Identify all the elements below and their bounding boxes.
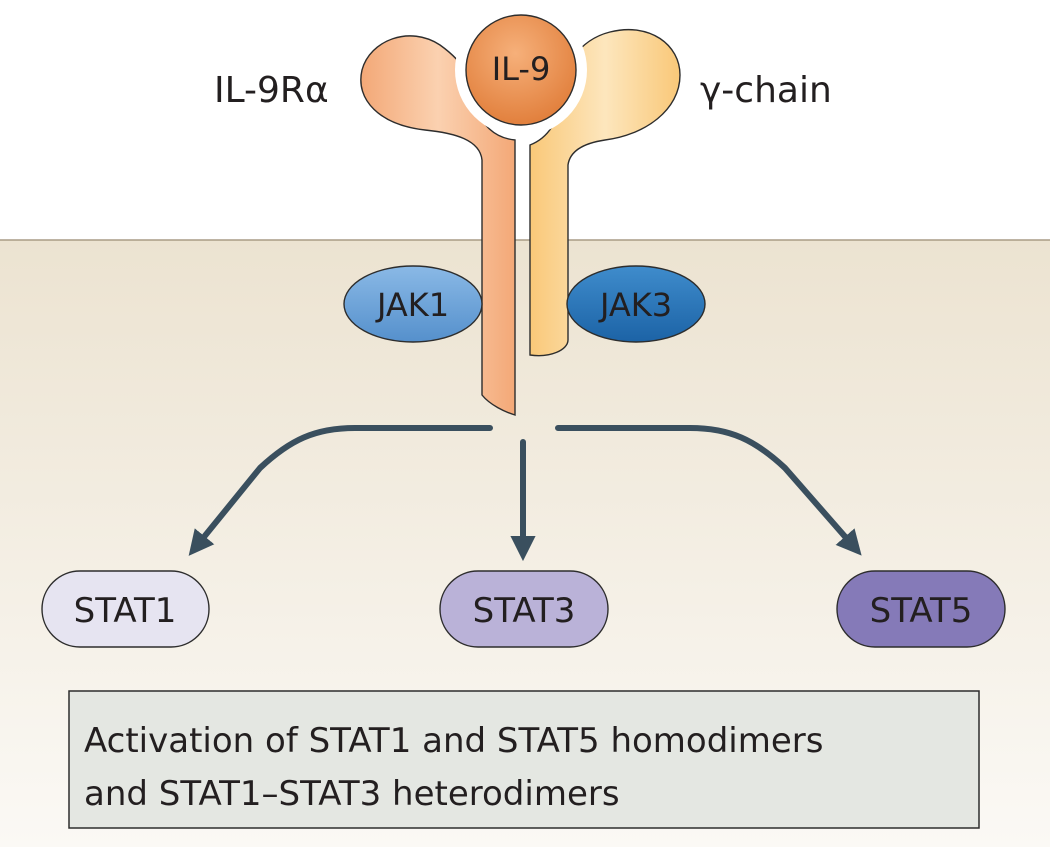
stat1-label: STAT1: [74, 591, 177, 631]
jak3-label: JAK3: [598, 286, 672, 324]
jak1-label: JAK1: [375, 286, 449, 324]
stat3-protein: STAT3: [439, 570, 609, 648]
summary-box: Activation of STAT1 and STAT5 homodimers…: [68, 690, 980, 829]
jak1-kinase: JAK1: [343, 265, 483, 343]
arrow-to-stat1: [188, 425, 493, 556]
il9-ligand: IL-9: [455, 4, 587, 136]
stat5-label: STAT5: [870, 591, 973, 631]
stat3-label: STAT3: [473, 591, 576, 631]
summary-line-1: Activation of STAT1 and STAT5 homodimers: [84, 721, 823, 761]
stat1-protein: STAT1: [41, 570, 210, 648]
il9-receptor-alpha-label: IL-9Rα: [214, 70, 329, 111]
summary-line-2: and STAT1–STAT3 heterodimers: [84, 774, 620, 814]
gamma-chain-label: γ-chain: [700, 70, 832, 111]
stat5-protein: STAT5: [836, 570, 1006, 648]
signal-arrows: [188, 425, 862, 562]
jak3-kinase: JAK3: [566, 265, 706, 343]
il9-label: IL-9: [492, 50, 551, 88]
arrow-to-stat5: [555, 425, 862, 556]
